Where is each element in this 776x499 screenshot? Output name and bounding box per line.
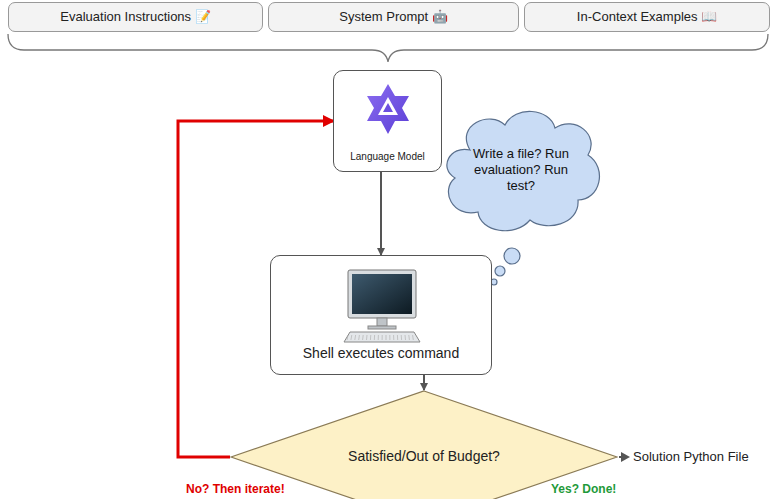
node-text: In-Context Examples 📖	[577, 9, 717, 25]
shell-box: Shell executes command	[270, 255, 492, 375]
model-box: Language Model	[333, 70, 442, 172]
context-box: Evaluation Instructions 📝	[8, 2, 263, 32]
node-text: System Prompt 🤖	[339, 9, 447, 25]
output-arrowhead	[621, 452, 630, 462]
node-text: Shell executes command	[303, 345, 459, 363]
context-box: In-Context Examples 📖	[524, 2, 770, 32]
curly-brace	[8, 34, 768, 62]
edge-label: No? Then iterate!	[186, 482, 285, 496]
flow-arrow	[380, 172, 382, 255]
node-text: Evaluation Instructions 📝	[60, 9, 210, 25]
node-text: Satisfied/Out of Budget?	[348, 448, 500, 466]
output-label: Solution Python File	[633, 449, 749, 464]
flow-arrow	[423, 375, 425, 390]
yes-label: Yes? Done!	[551, 482, 616, 496]
model-logo	[360, 81, 416, 137]
monitor-icon	[342, 266, 422, 346]
node-text: Write a file? Run evaluation? Run test?	[473, 146, 569, 195]
thought-text-area: Write a file? Run evaluation? Run test?	[468, 128, 574, 212]
context-box: System Prompt 🤖	[268, 2, 519, 32]
node-text: Language Model	[350, 151, 425, 164]
